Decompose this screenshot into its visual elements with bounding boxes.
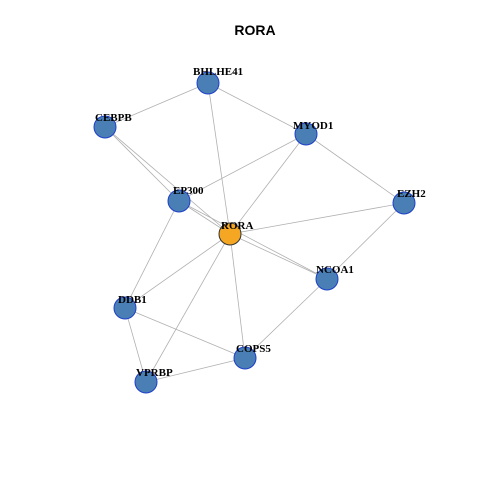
edge-vprbp-cops5 bbox=[145, 357, 246, 383]
node-ncoa1[interactable] bbox=[315, 267, 339, 291]
node-label-ep300: EP300 bbox=[173, 185, 204, 197]
node-cebpb[interactable] bbox=[93, 115, 117, 139]
node-label-cops5: COPS5 bbox=[236, 343, 271, 355]
edge-ep300-ddb1 bbox=[124, 200, 180, 309]
edge-bhlhe41-myod1 bbox=[207, 82, 307, 135]
node-vprbp[interactable] bbox=[134, 370, 158, 394]
edge-ezh2-ncoa1 bbox=[326, 202, 405, 280]
node-label-myod1: MYOD1 bbox=[293, 120, 333, 132]
edge-bhlhe41-rora bbox=[207, 82, 231, 235]
edge-rora-ezh2 bbox=[229, 202, 405, 235]
node-rora[interactable] bbox=[218, 222, 242, 246]
node-label-ddb1: DDB1 bbox=[118, 294, 147, 306]
edge-ncoa1-cops5 bbox=[244, 278, 328, 359]
edge-myod1-ezh2 bbox=[305, 133, 405, 204]
edge-myod1-ep300 bbox=[178, 133, 307, 202]
edge-rora-ddb1 bbox=[124, 233, 231, 309]
edge-ddb1-cops5 bbox=[124, 307, 246, 359]
node-ezh2[interactable] bbox=[392, 191, 416, 215]
edge-rora-ncoa1 bbox=[229, 233, 328, 280]
edge-rora-cops5 bbox=[229, 233, 246, 359]
node-label-ncoa1: NCOA1 bbox=[316, 264, 354, 276]
node-label-ezh2: EZH2 bbox=[397, 188, 426, 200]
node-ddb1[interactable] bbox=[113, 296, 137, 320]
node-label-vprbp: VPRBP bbox=[136, 367, 173, 379]
node-myod1[interactable] bbox=[294, 122, 318, 146]
node-cops5[interactable] bbox=[233, 346, 257, 370]
edge-bhlhe41-cebpb bbox=[104, 82, 209, 128]
edge-ep300-ncoa1 bbox=[178, 200, 328, 280]
node-label-bhlhe41: BHLHE41 bbox=[193, 66, 243, 78]
edge-ddb1-vprbp bbox=[124, 307, 147, 383]
edge-rora-vprbp bbox=[145, 233, 231, 383]
node-bhlhe41[interactable] bbox=[196, 71, 220, 95]
edge-cebpb-rora bbox=[104, 126, 231, 235]
node-label-cebpb: CEBPB bbox=[95, 112, 132, 124]
graph-title: RORA bbox=[234, 22, 275, 38]
node-ep300[interactable] bbox=[167, 189, 191, 213]
node-label-rora: RORA bbox=[221, 220, 253, 232]
edges-layer bbox=[104, 82, 405, 383]
edge-myod1-rora bbox=[229, 133, 307, 235]
edge-cebpb-ep300 bbox=[104, 126, 180, 202]
